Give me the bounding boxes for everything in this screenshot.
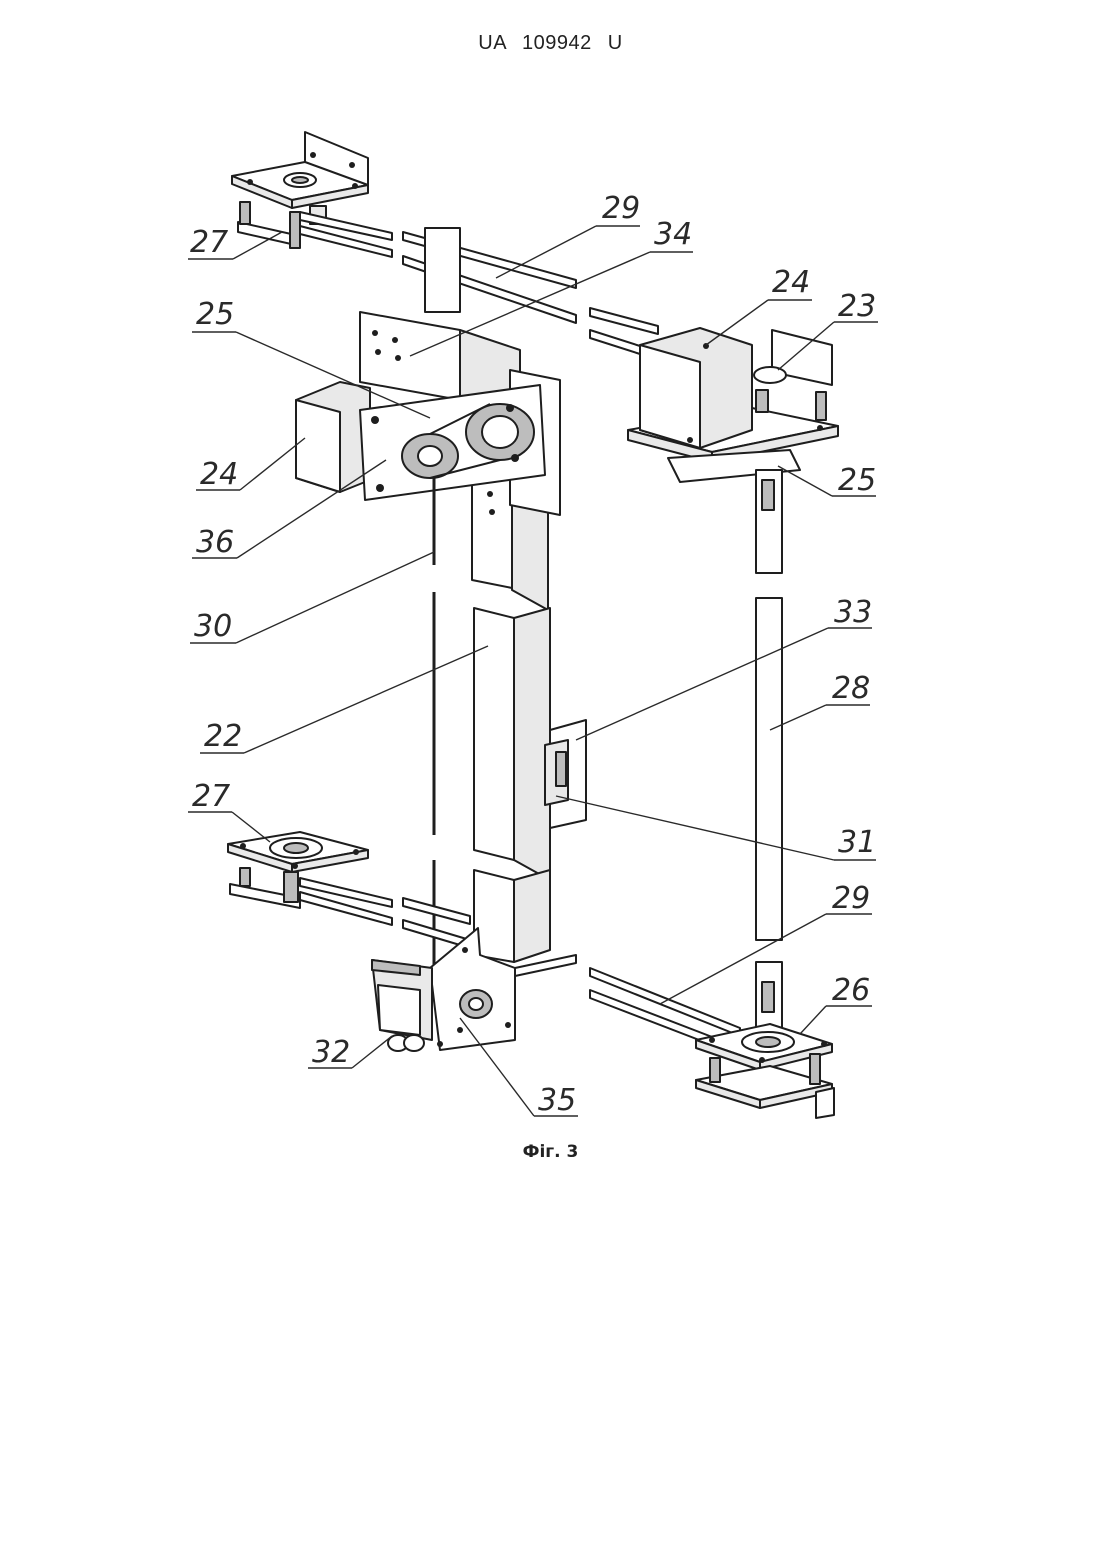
label-24-right: 24 [772, 265, 810, 300]
label-28: 28 [832, 671, 870, 706]
label-26: 26 [832, 973, 870, 1008]
label-25-right: 25 [838, 463, 876, 498]
label-23: 23 [838, 289, 876, 324]
label-33: 33 [834, 595, 872, 630]
label-35: 35 [538, 1083, 576, 1118]
label-30: 30 [194, 609, 232, 644]
label-31: 31 [838, 825, 876, 860]
label-27-top: 27 [190, 225, 228, 260]
corner-bracket-bottom-right [696, 1024, 834, 1118]
slider-block [545, 720, 586, 828]
label-27-bottom: 27 [192, 779, 230, 814]
upper-carriage [296, 312, 560, 515]
figure-caption: Фіг. 3 [0, 1142, 1101, 1162]
label-29-bottom: 29 [832, 881, 870, 916]
horizontal-rail-top [300, 212, 658, 354]
label-22: 22 [204, 719, 242, 754]
label-25-left: 25 [196, 297, 234, 332]
label-34: 34 [654, 217, 692, 252]
label-29-top: 29 [602, 191, 640, 226]
label-32: 32 [312, 1035, 350, 1070]
label-36: 36 [196, 525, 234, 560]
label-24-left: 24 [200, 457, 238, 492]
right-motor-unit [628, 328, 838, 482]
